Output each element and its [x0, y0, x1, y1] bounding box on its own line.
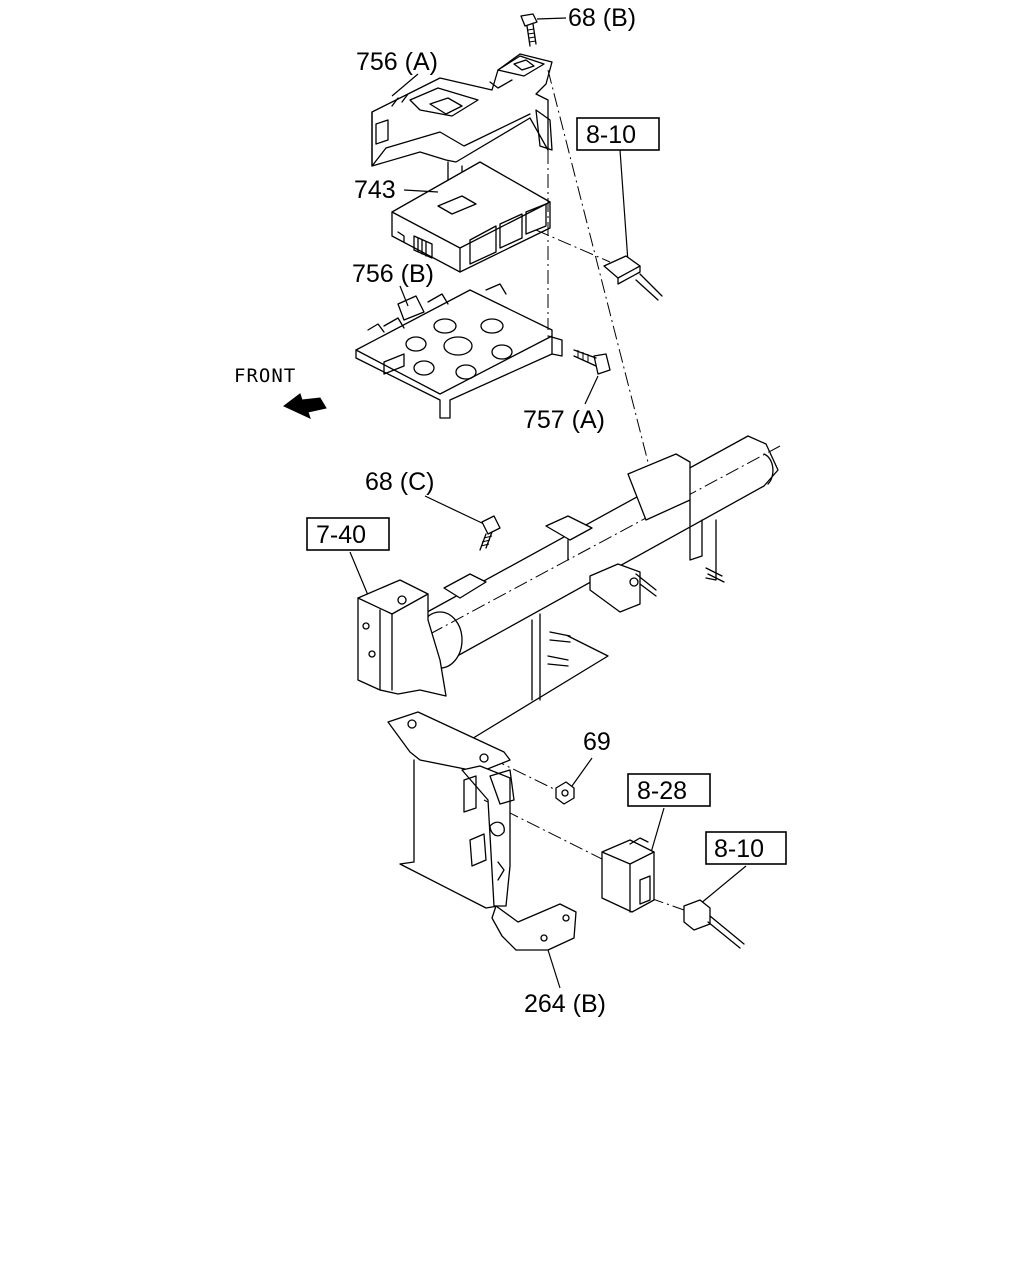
end-block	[357, 579, 447, 697]
bolt-68b	[520, 13, 567, 47]
svg-text:7-40: 7-40	[316, 521, 366, 549]
label-bracket-756b: 756 (B)	[352, 260, 434, 288]
svg-text:8-10: 8-10	[714, 835, 764, 863]
assembly-line-828	[483, 799, 605, 861]
nut-69	[555, 757, 593, 805]
ref-box-8-28[interactable]: 8-28	[627, 773, 711, 807]
arrow-left-icon	[283, 393, 327, 419]
ref-box-7-40[interactable]: 7-40	[306, 517, 390, 551]
label-bracket-756a: 756 (A)	[356, 48, 438, 76]
ref-box-8-10-top[interactable]: 8-10	[576, 117, 660, 151]
lower-bracket-756b	[355, 283, 563, 419]
ref-box-8-10-bottom[interactable]: 8-10	[705, 831, 787, 865]
label-module-743: 743	[354, 176, 396, 204]
label-nut-69: 69	[583, 728, 611, 756]
label-bracket-264b: 264 (B)	[524, 990, 606, 1018]
assembly-line-68b	[547, 69, 651, 471]
control-module-743	[391, 161, 551, 273]
connector-bottom	[683, 899, 745, 949]
assembly-line-69	[469, 747, 557, 791]
bracket-264b	[387, 711, 577, 951]
label-bolt-757a: 757 (A)	[523, 406, 605, 434]
label-bolt-68b: 68 (B)	[568, 4, 636, 32]
label-bolt-68c: 68 (C)	[365, 468, 434, 496]
bolt-68c	[424, 495, 501, 551]
bolt-757a	[573, 349, 611, 405]
assembly-line-connector	[535, 229, 611, 263]
cross-car-beam	[417, 435, 781, 741]
svg-text:8-10: 8-10	[586, 121, 636, 149]
relay-module	[601, 837, 655, 913]
svg-text:8-28: 8-28	[637, 777, 687, 805]
front-label: FRONT	[234, 365, 296, 387]
connector-top	[603, 255, 663, 301]
upper-bracket-756a	[371, 53, 553, 191]
assembly-line-connector-bottom	[649, 897, 685, 911]
